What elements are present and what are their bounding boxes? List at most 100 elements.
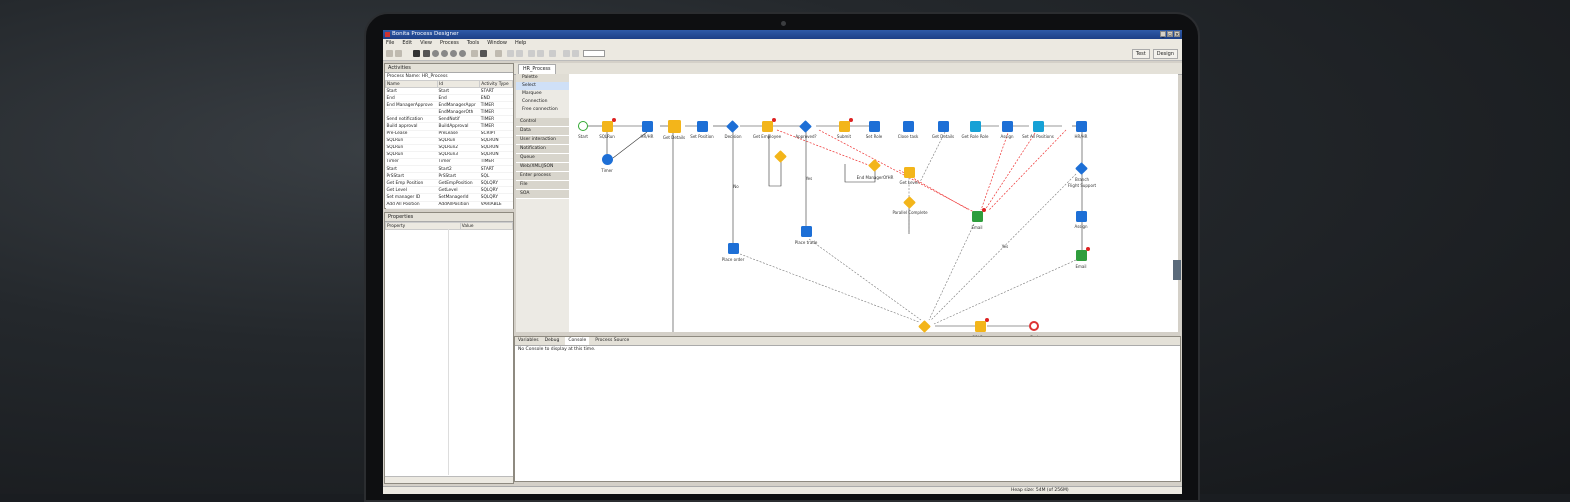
sqlrun-task-icon[interactable] [975, 321, 986, 332]
palette-category-notification[interactable]: Notification [516, 145, 569, 154]
copy-icon[interactable] [537, 50, 544, 57]
zoom-in-icon[interactable] [563, 50, 570, 57]
save-icon[interactable] [395, 50, 402, 57]
palette-marquee-tool[interactable]: Marquee [522, 91, 542, 96]
step-icon[interactable] [450, 50, 457, 57]
palette-select-tool[interactable]: Select [516, 82, 569, 90]
palette-category-file[interactable]: File [516, 181, 569, 190]
tab-process-source[interactable]: Process Source [595, 338, 630, 343]
deploy-icon[interactable] [471, 50, 478, 57]
task-icon[interactable] [1076, 211, 1087, 222]
properties-tab[interactable]: Properties [385, 213, 513, 222]
activities-tab[interactable]: Activities [385, 64, 513, 73]
menu-edit[interactable]: Edit [402, 40, 413, 46]
palette-connection-tool[interactable]: Connection [522, 99, 548, 104]
column-header[interactable]: Activity Type [479, 80, 513, 88]
minimize-button[interactable]: _ [1160, 31, 1166, 38]
tab-variables[interactable]: Variables [518, 338, 539, 343]
script-task-icon[interactable] [904, 167, 915, 178]
process-diagram-canvas[interactable]: Start SQLRun Timer HR/HR Get Details Set… [569, 74, 1178, 341]
task-icon[interactable] [697, 121, 708, 132]
task-icon[interactable] [801, 226, 812, 237]
script-task-icon[interactable] [762, 121, 773, 132]
column-header[interactable]: Name [384, 80, 439, 88]
menu-tools[interactable]: Tools [466, 40, 480, 46]
palette-category-user-interaction[interactable]: User interaction [516, 136, 569, 145]
palette-category-enter-process[interactable]: Enter process [516, 172, 569, 181]
paste-icon[interactable] [549, 50, 556, 57]
menu-file[interactable]: File [386, 40, 395, 46]
task-icon[interactable] [938, 121, 949, 132]
export-icon[interactable] [495, 50, 502, 57]
zoom-out-icon[interactable] [572, 50, 579, 57]
menu-help[interactable]: Help [514, 40, 527, 46]
palette-category-control[interactable]: Control [516, 118, 569, 127]
script-task-icon[interactable] [839, 121, 850, 132]
cut-icon[interactable] [528, 50, 535, 57]
column-header[interactable]: Value [459, 222, 514, 230]
upload-icon[interactable] [480, 50, 487, 57]
script-task-icon[interactable] [668, 120, 681, 133]
tab-debug[interactable]: Debug [544, 338, 560, 343]
end-event-icon[interactable] [1029, 321, 1039, 331]
task-icon[interactable] [728, 243, 739, 254]
email-task-icon[interactable] [972, 211, 983, 222]
palette-category-queue[interactable]: Queue [516, 154, 569, 163]
maximize-button[interactable]: ▫ [1167, 31, 1173, 38]
undo-icon[interactable] [507, 50, 514, 57]
zoom-level-input[interactable] [583, 50, 605, 57]
column-header[interactable]: Id [437, 80, 481, 88]
task-icon[interactable] [1002, 121, 1013, 132]
new-icon[interactable] [386, 50, 393, 57]
task-icon[interactable] [869, 121, 880, 132]
column-header[interactable]: Property [385, 222, 461, 230]
sqlrun-task-icon[interactable] [602, 121, 613, 132]
debug-icon[interactable] [441, 50, 448, 57]
email-task-icon[interactable] [1076, 250, 1087, 261]
horizontal-scrollbar[interactable] [385, 476, 513, 483]
menu-window[interactable]: Window [487, 40, 507, 46]
menu-view[interactable]: View [420, 40, 432, 46]
task-icon[interactable] [1033, 121, 1044, 132]
palette-header[interactable]: Palette [516, 74, 569, 82]
perspective-design-button[interactable]: Design [1152, 49, 1178, 59]
palette-category-web[interactable]: Web/XML/JSON [516, 163, 569, 172]
stop-icon[interactable] [413, 50, 420, 57]
start-event-icon[interactable] [578, 121, 588, 131]
task-icon[interactable] [1076, 121, 1087, 132]
task-icon[interactable] [903, 121, 914, 132]
timer-event-icon[interactable] [602, 154, 613, 165]
task-icon[interactable] [970, 121, 981, 132]
close-button[interactable]: × [1174, 31, 1180, 38]
tab-hr-process[interactable]: HR_Process [518, 64, 556, 74]
perspective-test-button[interactable]: Test [1131, 49, 1150, 59]
task-icon[interactable] [642, 121, 653, 132]
palette-category-data[interactable]: Data [516, 127, 569, 136]
menu-process[interactable]: Process [439, 40, 459, 46]
tab-console[interactable]: Console [565, 337, 590, 345]
palette-category-soa[interactable]: SOA [516, 190, 569, 199]
redo-icon[interactable] [516, 50, 523, 57]
arrow-right-icon[interactable] [423, 50, 430, 57]
resume-icon[interactable] [459, 50, 466, 57]
run-icon[interactable] [432, 50, 439, 57]
palette-free-connection-tool[interactable]: Free connection [522, 107, 558, 112]
side-panel-handle[interactable] [1173, 260, 1181, 280]
